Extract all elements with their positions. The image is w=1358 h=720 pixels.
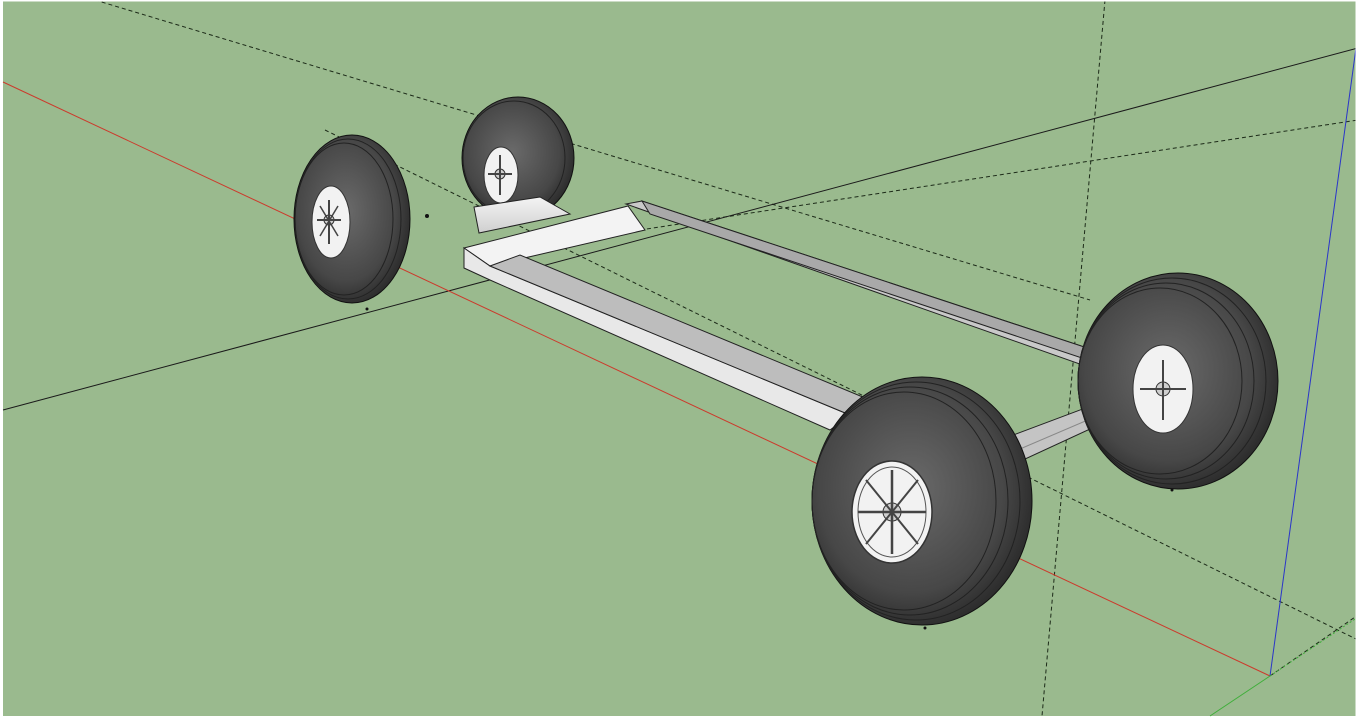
red-axis	[2, 81, 1271, 677]
chassis-frame[interactable]	[462, 196, 1171, 467]
guide-line	[94, 0, 1091, 301]
guide-line	[639, 119, 1358, 231]
green-axis	[1209, 675, 1271, 717]
guide-line-solid	[2, 47, 1358, 411]
inference-markers	[365, 214, 1174, 630]
wheel-front-right[interactable]	[1077, 272, 1279, 490]
rear-axle-stub	[473, 196, 572, 234]
wheel-rear-right[interactable]	[461, 96, 575, 220]
wheel-rear-left[interactable]	[293, 134, 411, 304]
wheel-front-left[interactable]	[811, 376, 1033, 626]
green-axis-dashed	[1269, 616, 1358, 677]
blue-axis	[1269, 47, 1357, 677]
